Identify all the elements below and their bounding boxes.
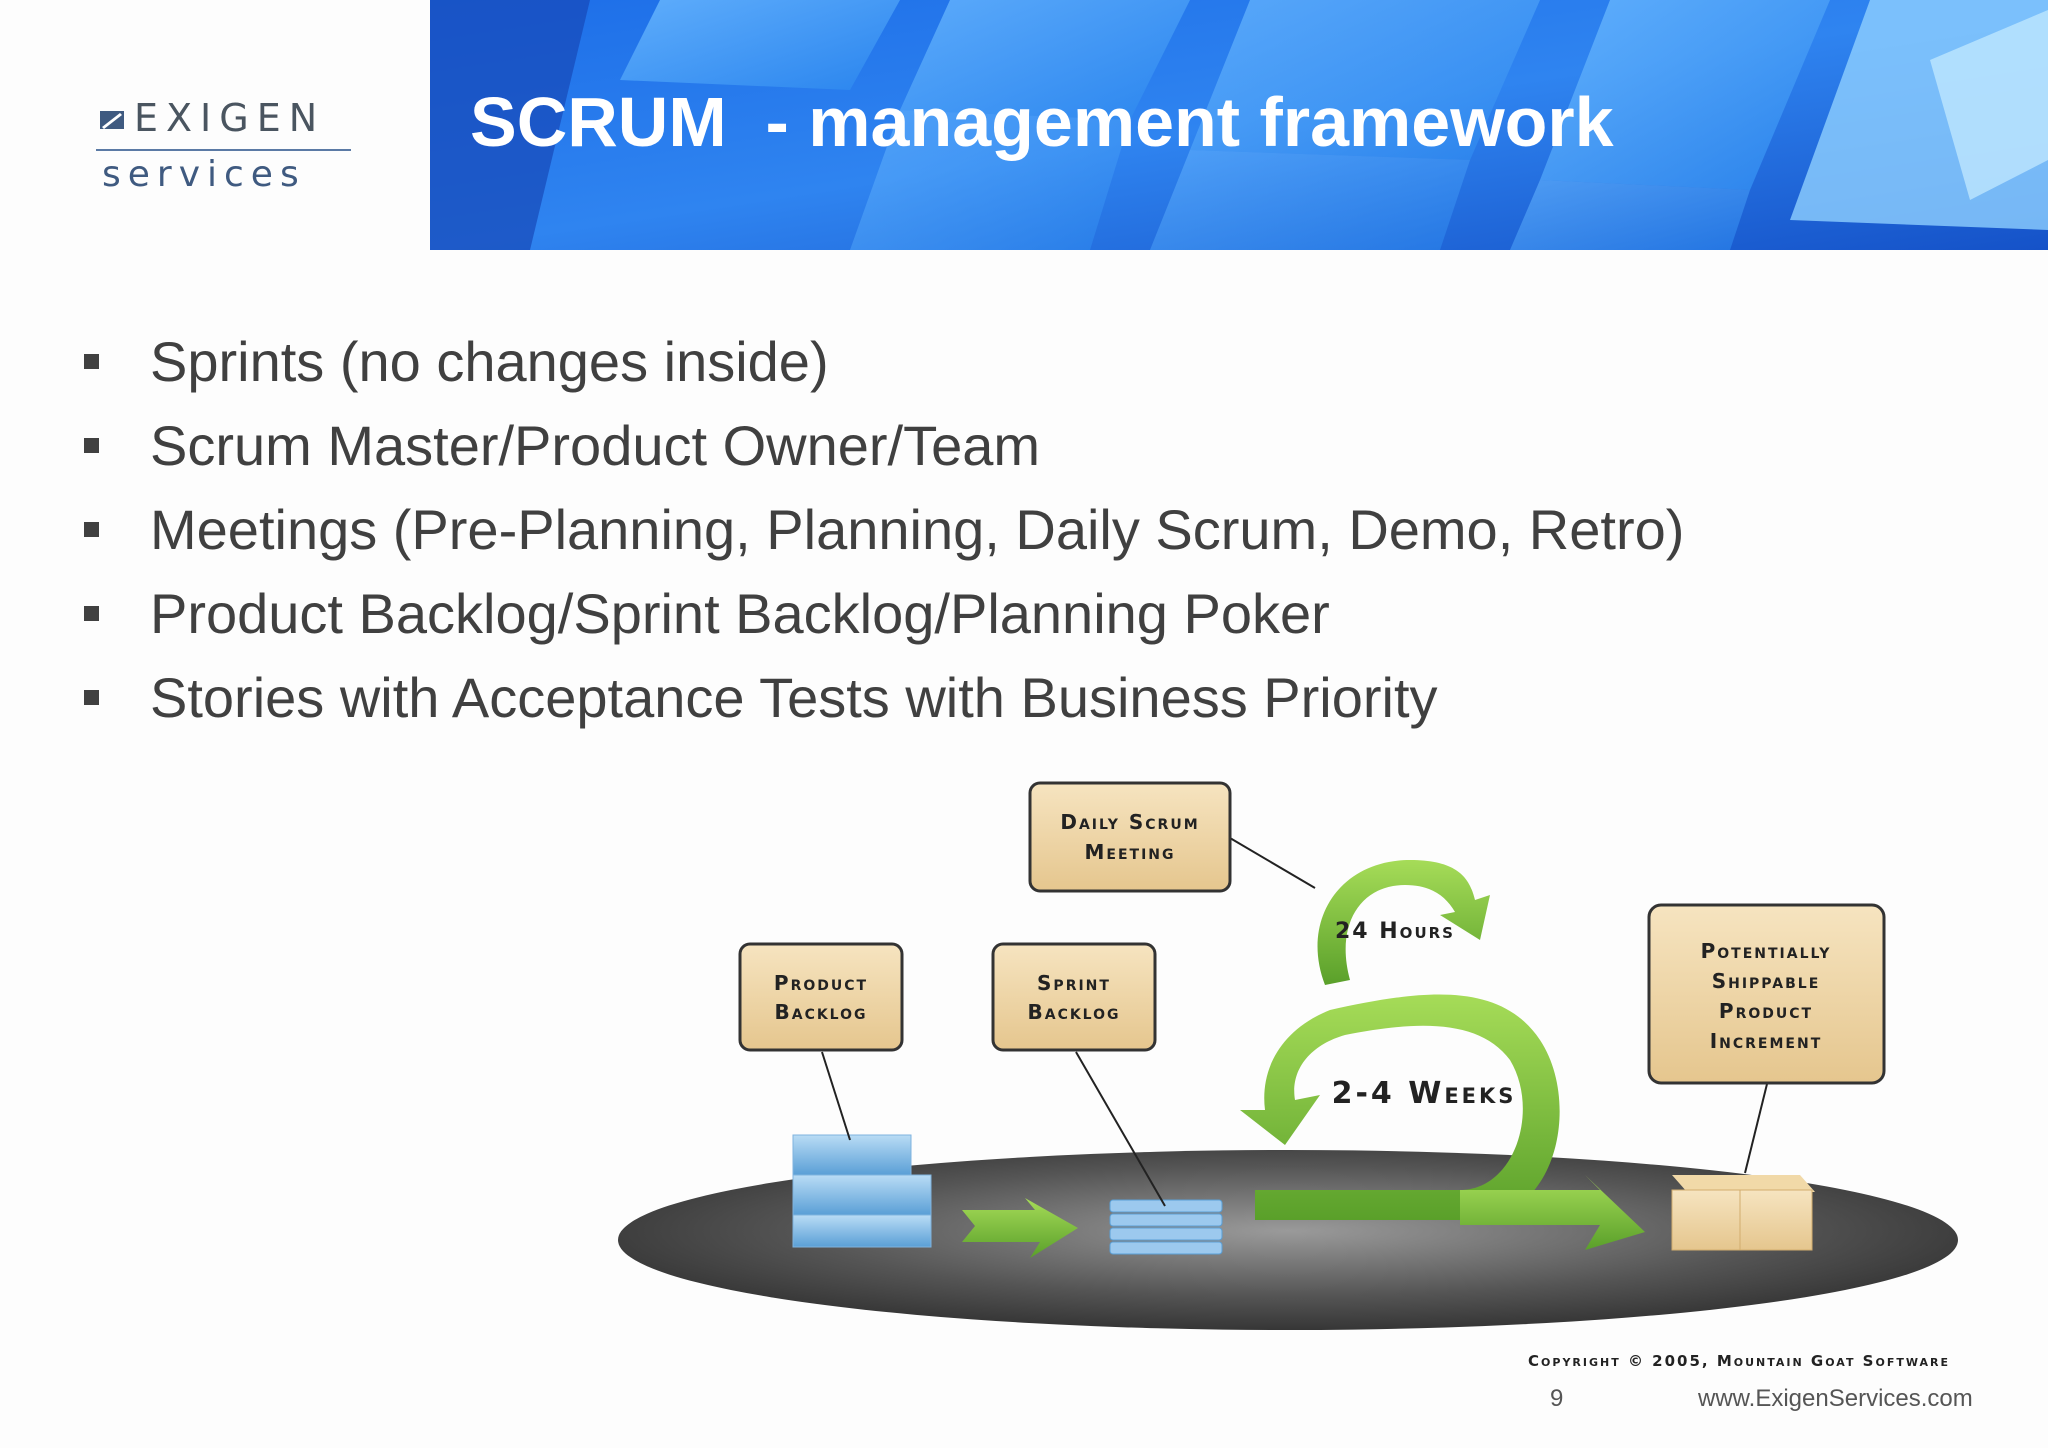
- sprint-backlog-label-line1: Sprint: [1037, 971, 1111, 995]
- logo-sub: services: [102, 154, 306, 195]
- daily-scrum-label-line2: Meeting: [1085, 840, 1176, 864]
- bullet-item: Sprints (no changes inside): [80, 320, 1684, 404]
- bullet-item: Stories with Acceptance Tests with Busin…: [80, 656, 1684, 740]
- shippable-increment-box: Potentially Shippable Product Increment: [1647, 903, 1886, 1085]
- bullet-text: Stories with Acceptance Tests with Busin…: [150, 666, 1438, 729]
- footer-url: www.ExigenServices.com: [1698, 1385, 1973, 1412]
- page-number: 9: [1550, 1385, 1564, 1412]
- bullet-text: Meetings (Pre-Planning, Planning, Daily …: [150, 498, 1685, 561]
- sprint-backlog-label-line2: Backlog: [1027, 1000, 1120, 1024]
- sprint-backlog-sheets-icon: [1109, 1199, 1223, 1255]
- logo-word: EXIGEN: [134, 96, 326, 140]
- sprint-platform: [618, 1150, 1958, 1330]
- bullet-square-icon: [84, 522, 99, 537]
- increment-label-line3: Product: [1719, 999, 1813, 1023]
- logo-divider: [96, 149, 351, 151]
- increment-label-line4: Increment: [1710, 1029, 1823, 1053]
- copyright-text: Copyright © 2005, Mountain Goat Software: [1528, 1352, 1950, 1370]
- bullet-text: Sprints (no changes inside): [150, 330, 829, 393]
- backlog-arrow-icon: [962, 1198, 1078, 1258]
- connector-lines: [821, 837, 1768, 1207]
- weeks-label: 2-4 Weeks: [1332, 1076, 1517, 1111]
- bullet-square-icon: [84, 354, 99, 369]
- increment-label-line1: Potentially: [1701, 939, 1832, 963]
- product-backlog-stack-icon: [792, 1134, 932, 1248]
- sprint-cycle-arrow-icon: [1240, 860, 1645, 1250]
- exigen-logo: EXIGEN services: [80, 95, 360, 193]
- bullet-square-icon: [84, 438, 99, 453]
- bullet-square-icon: [84, 606, 99, 621]
- daily-scrum-meeting-box: Daily Scrum Meeting: [1028, 781, 1232, 893]
- bullet-item: Meetings (Pre-Planning, Planning, Daily …: [80, 488, 1684, 572]
- daily-scrum-label-line1: Daily Scrum: [1060, 810, 1199, 834]
- product-backlog-box: Product Backlog: [738, 942, 904, 1052]
- increment-label-line2: Shippable: [1712, 969, 1821, 993]
- bullet-square-icon: [84, 690, 99, 705]
- bullet-item: Product Backlog/Sprint Backlog/Planning …: [80, 572, 1684, 656]
- title-banner: SCRUM - management framework: [430, 0, 2048, 250]
- bullet-list: Sprints (no changes inside) Scrum Master…: [80, 320, 1684, 740]
- bullet-text: Scrum Master/Product Owner/Team: [150, 414, 1041, 477]
- shippable-box-icon: [1671, 1175, 1815, 1251]
- scrum-process-diagram: Daily Scrum Meeting Product Backlog Spri…: [618, 781, 1958, 1370]
- bullet-item: Scrum Master/Product Owner/Team: [80, 404, 1684, 488]
- sprint-backlog-box: Sprint Backlog: [991, 942, 1157, 1052]
- bullet-text: Product Backlog/Sprint Backlog/Planning …: [150, 582, 1330, 645]
- logo-mark-icon: [100, 107, 124, 129]
- hours-label: 24 Hours: [1335, 919, 1455, 944]
- product-backlog-label-line2: Backlog: [774, 1000, 867, 1024]
- slide-title: SCRUM - management framework: [470, 83, 1614, 161]
- product-backlog-label-line1: Product: [774, 971, 868, 995]
